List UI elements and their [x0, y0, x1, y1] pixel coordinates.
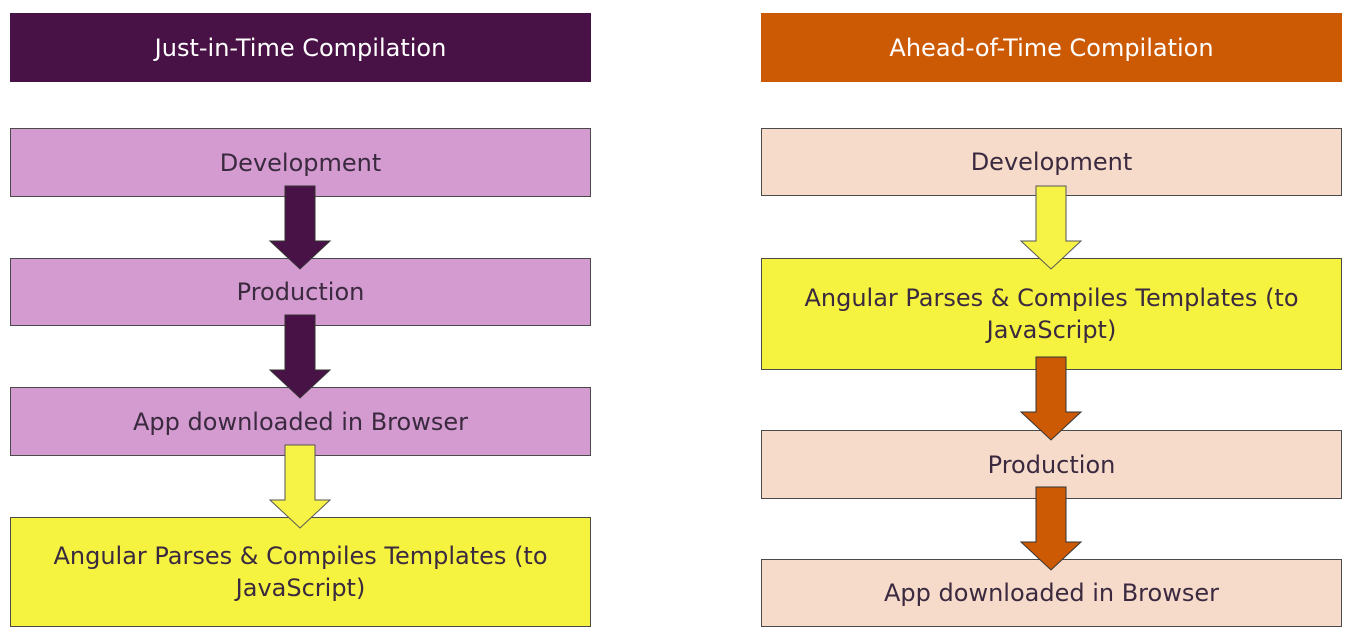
jit-arrow-1-icon: [268, 185, 332, 270]
jit-step-label: Development: [219, 148, 382, 177]
arrow-shape: [268, 185, 332, 270]
jit-step-label: Production: [236, 278, 365, 306]
aot-step-label: Development: [970, 148, 1133, 176]
aot-step-development: Development: [761, 128, 1342, 196]
aot-arrow-2-icon: [1019, 356, 1083, 441]
jit-arrow-3-icon: [268, 444, 332, 529]
aot-step-label: App downloaded in Browser: [884, 579, 1219, 607]
arrow-shape: [1019, 356, 1083, 441]
arrow-shape: [1019, 486, 1083, 571]
aot-step-app-downloaded: App downloaded in Browser: [761, 559, 1342, 627]
aot-step-label: Angular Parses & Compiles Templates (to …: [804, 284, 1299, 344]
aot-step-compile: Angular Parses & Compiles Templates (to …: [761, 258, 1342, 370]
aot-header: Ahead-of-Time Compilation: [761, 13, 1342, 82]
arrow-shape: [268, 444, 332, 529]
jit-step-label: App downloaded in Browser: [133, 407, 468, 436]
aot-title: Ahead-of-Time Compilation: [889, 33, 1214, 62]
aot-arrow-3-icon: [1019, 486, 1083, 571]
arrow-shape: [268, 314, 332, 399]
jit-header: Just-in-Time Compilation: [10, 13, 591, 82]
arrow-shape: [1019, 185, 1083, 270]
jit-arrow-2-icon: [268, 314, 332, 399]
jit-step-compile: Angular Parses & Compiles Templates (to …: [10, 517, 591, 627]
jit-step-label: Angular Parses & Compiles Templates (to …: [53, 542, 548, 602]
aot-step-label: Production: [987, 450, 1116, 479]
aot-arrow-1-icon: [1019, 185, 1083, 270]
jit-title: Just-in-Time Compilation: [154, 33, 447, 62]
